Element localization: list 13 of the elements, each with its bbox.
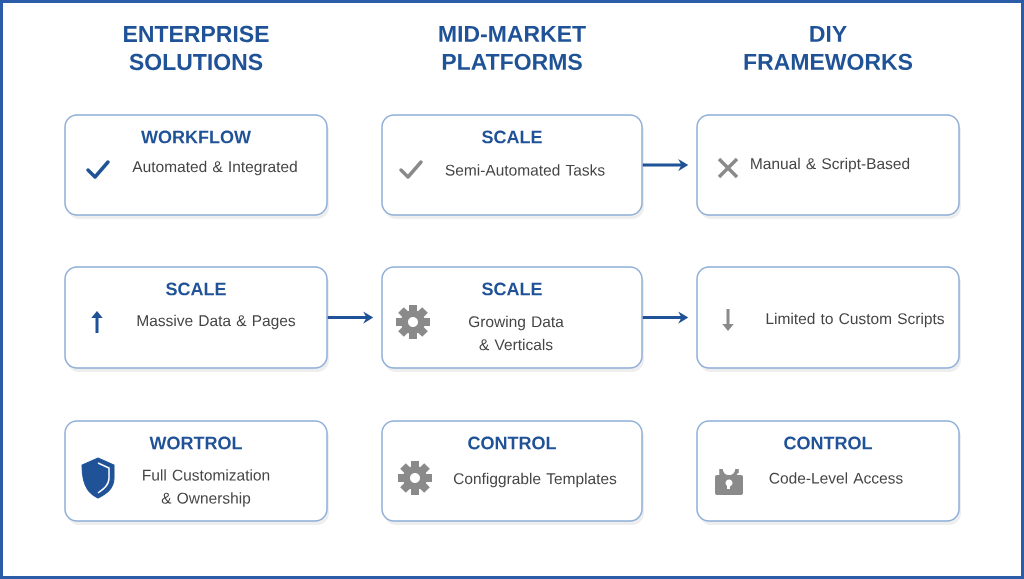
card-text: Growing Data & Verticals [469, 315, 564, 351]
card-text: Limited to Custom Scripts [766, 312, 944, 328]
column-heading: ENTERPRISE SOLUTIONS [124, 25, 269, 71]
card-text: Massive Data & Pages [137, 314, 296, 330]
column-heading: DIY FRAMEWORKS [744, 26, 913, 70]
card-text: Semi-Automated Tasks [445, 164, 605, 176]
card-heading: SCALE [482, 282, 542, 296]
card-heading: WORKFLOW [141, 130, 251, 144]
card-text: Manual & Script-Based [751, 157, 910, 173]
card-heading: SCALE [482, 130, 542, 144]
card-text: Automated & Integrated [132, 160, 297, 176]
column-heading: MID-MARKET PLATFORMS [439, 26, 586, 70]
card-heading: SCALE [166, 282, 226, 296]
